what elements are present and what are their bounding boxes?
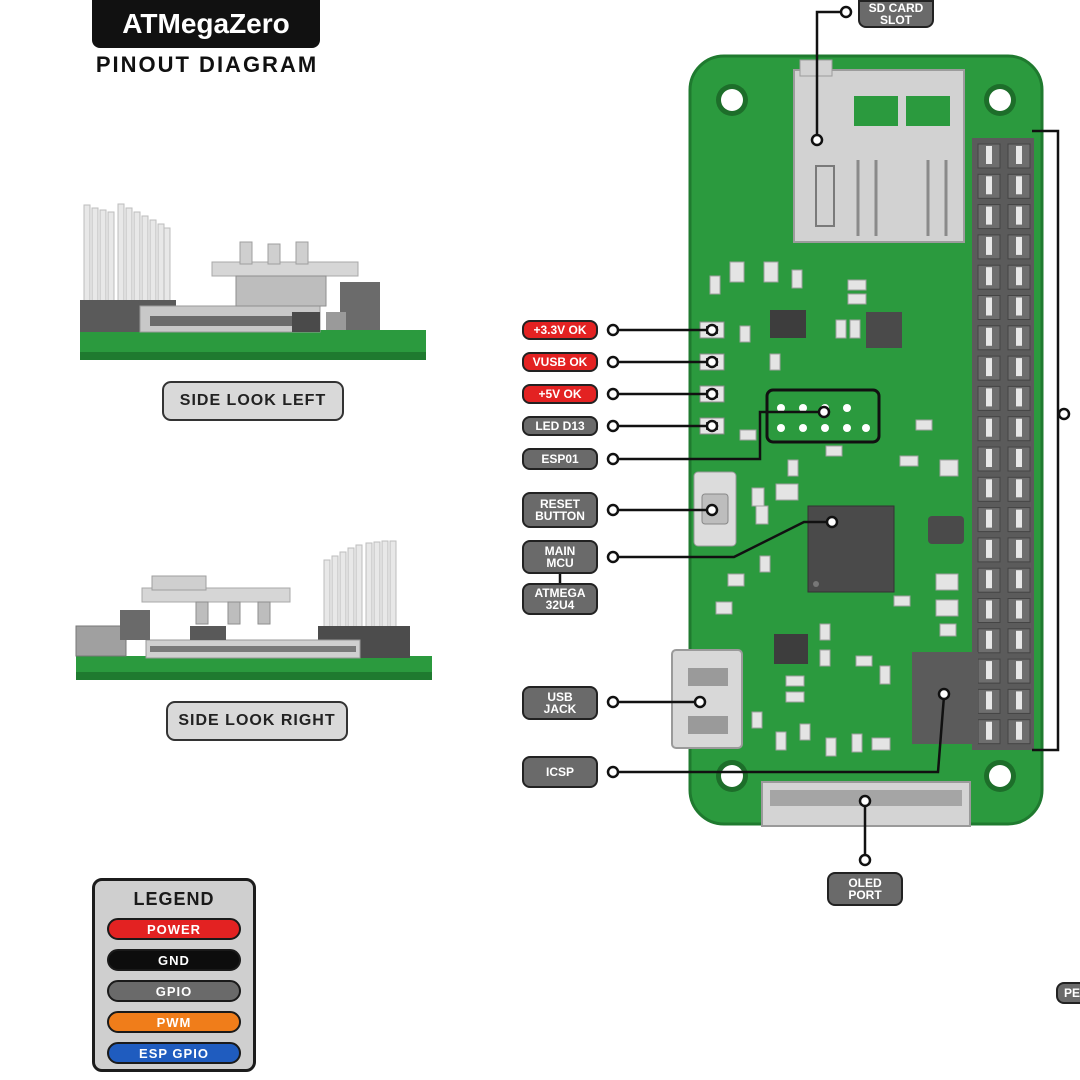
side-view-left <box>80 203 426 360</box>
side-view-right <box>75 540 432 680</box>
header-pin <box>986 449 992 467</box>
header-pin <box>1016 236 1022 255</box>
header-pin <box>1016 176 1022 195</box>
header-pin <box>986 539 992 558</box>
main-mcu-label: MAIN MCU <box>522 540 598 574</box>
header-pin <box>986 600 992 619</box>
header-pin <box>1016 600 1022 619</box>
header-pin <box>986 267 992 286</box>
legend-gpio: GPIO <box>107 980 241 1002</box>
header-pin <box>1016 297 1022 316</box>
oled-port-label: OLED PORT <box>827 872 903 906</box>
header-pin <box>986 691 992 710</box>
header-pin <box>986 630 992 649</box>
header-pin <box>1016 479 1022 498</box>
header-pin <box>1016 327 1022 346</box>
sd-card-slot-label: SD CARD SLOT <box>858 0 934 28</box>
header-pin <box>986 721 992 740</box>
legend-power: POWER <box>107 918 241 940</box>
header-pin <box>1016 388 1022 407</box>
legend-esp-gpio: ESP GPIO <box>107 1042 241 1064</box>
header-pin <box>1016 418 1022 437</box>
page-title: ATMegaZero <box>122 8 290 39</box>
header-pin <box>1016 146 1022 164</box>
edge-callout-partial: PE <box>1056 982 1080 1004</box>
header-pin <box>986 388 992 407</box>
header-pin <box>986 661 992 680</box>
header-pin <box>1016 691 1022 710</box>
leader-lines <box>558 10 1064 860</box>
header-pin <box>1016 570 1022 589</box>
header-pin <box>1016 721 1022 740</box>
led-5v-ok-label: +5V OK <box>522 384 598 404</box>
led-vusb-ok-label: VUSB OK <box>522 352 598 372</box>
legend-pwm: PWM <box>107 1011 241 1033</box>
header-pin <box>1016 267 1022 286</box>
led-d13-label: LED D13 <box>522 416 598 436</box>
header-pin <box>986 236 992 255</box>
header-pin <box>1016 539 1022 558</box>
header-pin <box>986 206 992 225</box>
header-pin <box>986 479 992 498</box>
led-3v3-ok-label: +3.3V OK <box>522 320 598 340</box>
header-pin <box>986 509 992 528</box>
header-pin <box>1016 630 1022 649</box>
header-pin <box>986 358 992 377</box>
side-look-left-label: SIDE LOOK LEFT <box>162 381 344 421</box>
header-pin <box>986 146 992 164</box>
usb-jack-label: USB JACK <box>522 686 598 720</box>
header-pin <box>986 327 992 346</box>
side-look-right-label: SIDE LOOK RIGHT <box>166 701 348 741</box>
header-pin <box>986 418 992 437</box>
header-pin <box>1016 449 1022 467</box>
title-badge: ATMegaZero <box>92 0 320 48</box>
pcb-board <box>671 54 1044 827</box>
reset-button-label: RESET BUTTON <box>522 492 598 528</box>
legend-gnd: GND <box>107 949 241 971</box>
header-pin <box>986 570 992 589</box>
leader-endpoints <box>606 5 1071 867</box>
atmega-32u4-label: ATMEGA 32U4 <box>522 583 598 615</box>
header-pin <box>986 297 992 316</box>
page-subtitle: PINOUT DIAGRAM <box>95 52 319 77</box>
header-pin <box>1016 206 1022 225</box>
esp01-label: ESP01 <box>522 448 598 470</box>
header-pin <box>986 176 992 195</box>
icsp-label: ICSP <box>522 756 598 788</box>
legend: LEGEND POWER GND GPIO PWM ESP GPIO <box>92 878 256 1072</box>
header-pin <box>1016 509 1022 528</box>
header-pin <box>1016 358 1022 377</box>
header-pin <box>1016 661 1022 680</box>
legend-title: LEGEND <box>133 889 215 909</box>
